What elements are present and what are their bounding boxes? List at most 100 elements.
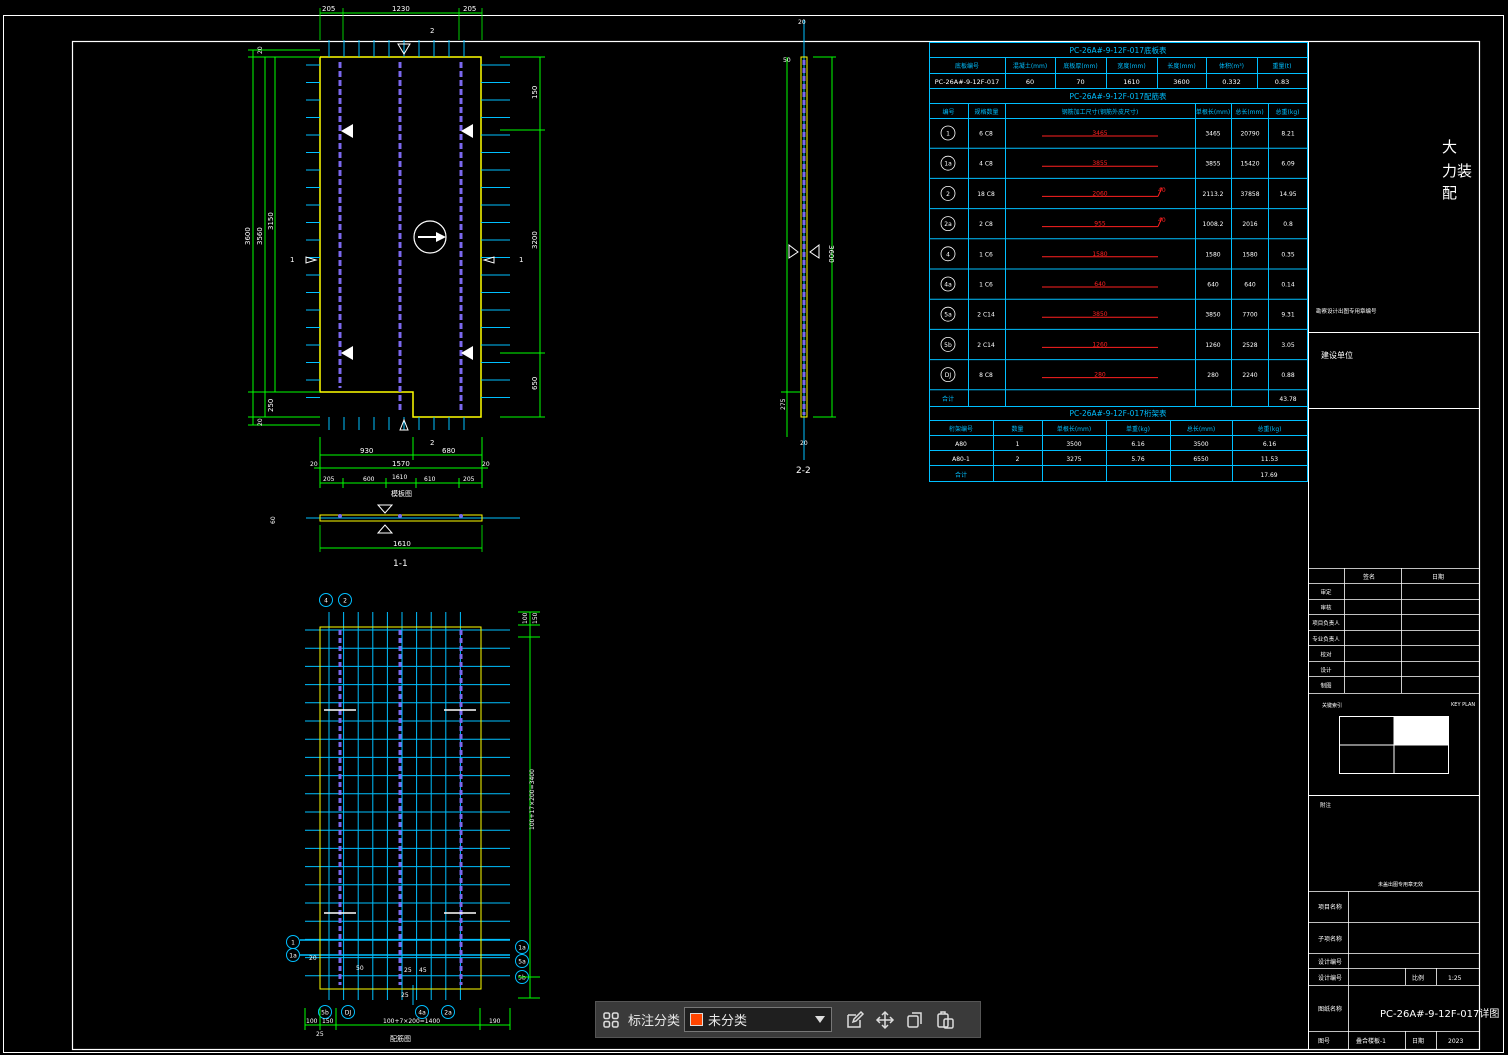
rebar-dim-misc-20: 20	[309, 955, 317, 962]
plan-dim-left-250: 250	[267, 399, 275, 412]
table2-len-2: 2113.2	[1203, 191, 1224, 198]
sign-row-0: 审定	[1320, 588, 1332, 596]
rebar-dim-misc-25c: 25	[401, 992, 409, 999]
table3-cell-0-1: 1	[1016, 441, 1020, 448]
table2-len-7: 1260	[1205, 342, 1220, 349]
table2-shape-3: 955	[1094, 221, 1106, 228]
move-icon[interactable]	[870, 1005, 900, 1035]
paste-icon[interactable]	[930, 1005, 960, 1035]
table3-total-value: 17.69	[1260, 472, 1277, 479]
date-value: 2023	[1448, 1038, 1463, 1045]
table2-len-8: 280	[1207, 372, 1219, 379]
table3-cell-1-5: 11.53	[1261, 456, 1278, 463]
table2-total-value: 43.78	[1279, 396, 1296, 403]
table2-len-6: 3850	[1205, 312, 1220, 319]
table3-cell-1-4: 6550	[1193, 456, 1208, 463]
mark-1-label: 1	[291, 940, 295, 947]
mark-dj-label: DJ	[345, 1010, 352, 1017]
table2-weight-2: 14.95	[1279, 191, 1296, 198]
table1-cell-0: PC-26A#-9-12F-017	[935, 78, 1000, 86]
table2-total-2: 37858	[1240, 191, 1259, 198]
table2-len-3: 1008.2	[1203, 221, 1224, 228]
rebar-dim-misc-25a: 25	[316, 1031, 324, 1038]
no-value: 叠合楼板-1	[1356, 1037, 1386, 1045]
drawing-name-label: 图纸名称	[1318, 1005, 1342, 1013]
no-label: 图号	[1318, 1038, 1330, 1045]
table1-header-3: 宽度(mm)	[1117, 62, 1145, 70]
mark-5a: 5a	[515, 954, 529, 968]
date-label: 日期	[1412, 1037, 1424, 1045]
table2-len-4: 1580	[1205, 251, 1220, 258]
plan-dim-bottom-20b: 20	[482, 461, 490, 468]
table2-id-2: 2	[946, 191, 950, 198]
section22-dim-275: 275	[780, 398, 787, 410]
table2-shape-7: 1260	[1092, 341, 1107, 348]
table2-id-7: 5b	[944, 342, 952, 349]
keyplan-left-label: 关键索引	[1322, 702, 1342, 709]
sheet-outer-border	[3, 15, 1504, 1053]
project-name-label: 项目名称	[1318, 903, 1342, 911]
drawing-category-label: 设计编号	[1318, 974, 1342, 982]
table3-cell-1-2: 3275	[1066, 456, 1081, 463]
mark-5b-right-label: 5b	[518, 975, 526, 982]
plan-dim-bottom-205b: 205	[463, 476, 475, 483]
plan-dim-right-150: 150	[531, 86, 539, 99]
rebar-dim-right-100: 100	[522, 612, 529, 624]
category-color-swatch	[690, 1013, 704, 1026]
mark-2-label: 2	[343, 598, 347, 605]
table2-total-0: 20790	[1240, 131, 1259, 138]
notes-label: 附注	[1320, 801, 1332, 809]
plan-dim-top-mid: 1230	[392, 5, 410, 13]
grid-icon[interactable]	[596, 1005, 626, 1035]
table2-weight-6: 9.31	[1281, 312, 1295, 319]
category-select[interactable]: 未分类	[684, 1007, 833, 1032]
mark-2a-label: 2a	[444, 1010, 452, 1017]
owner-label: 建设单位	[1321, 350, 1353, 360]
table2-spec-3: 2 C8	[979, 221, 993, 228]
plan-dim-left-20a: 20	[257, 46, 264, 54]
rebar-dim-right-main: 100+17×200=3400	[529, 769, 536, 830]
rebar-dim-misc-25b: 25	[404, 967, 412, 974]
edit-icon[interactable]	[840, 1005, 870, 1035]
table2-header-5: 总重(kg)	[1276, 108, 1300, 116]
section11-title: 1-1	[393, 559, 408, 569]
plan-dim-left-3560: 3560	[256, 227, 264, 245]
table2-shape-0: 3465	[1092, 130, 1107, 137]
annotation-category-label: 标注分类	[628, 1014, 681, 1029]
table2-id-5: 4a	[944, 282, 952, 289]
mark-1a-right-label: 1a	[518, 945, 526, 952]
table1-header-2: 底板厚(mm)	[1063, 62, 1097, 70]
mark-1: 1	[286, 935, 300, 949]
sign-header-name: 签名	[1363, 573, 1375, 581]
table2-total-6: 7700	[1242, 312, 1257, 319]
table1-cell-2: 70	[1076, 78, 1084, 86]
rebar-dim-right-150: 150	[532, 612, 539, 624]
section-2-2: 20 50 3600 275 20 2-2	[780, 19, 836, 476]
plan-dim-left-total: 3600	[244, 227, 252, 245]
table1-cell-1: 60	[1026, 78, 1034, 86]
table2-id-3: 2a	[944, 221, 952, 228]
table2-total-7: 2528	[1242, 342, 1257, 349]
table1-cell-3: 1610	[1123, 78, 1140, 86]
table2-total-4: 1580	[1242, 251, 1257, 258]
table3-header-3: 单重(kg)	[1126, 425, 1150, 433]
plan-section-mark-right: 1	[519, 256, 523, 264]
scale-value: 1:25	[1448, 975, 1462, 982]
mark-5a-label: 5a	[518, 959, 526, 966]
copy-icon[interactable]	[900, 1005, 930, 1035]
section22-dim-height: 3600	[827, 245, 835, 263]
table2-bend-1: 40	[1158, 187, 1166, 194]
table3-cell-0-2: 3500	[1066, 441, 1081, 448]
subproject-label: 子项名称	[1318, 935, 1342, 943]
section-1-1: 1610 60 1-1	[270, 504, 520, 569]
table2-spec-4: 1 C6	[979, 251, 993, 258]
table2-id-0: 1	[946, 131, 950, 138]
table2-shape-6: 3850	[1092, 311, 1107, 318]
table2-total-8: 2240	[1242, 372, 1257, 379]
table1-cell-4: 3600	[1173, 78, 1190, 86]
scale-label: 比例	[1412, 974, 1424, 982]
table2-weight-1: 6.09	[1281, 161, 1295, 168]
mark-1a-right: 1a	[515, 940, 529, 954]
